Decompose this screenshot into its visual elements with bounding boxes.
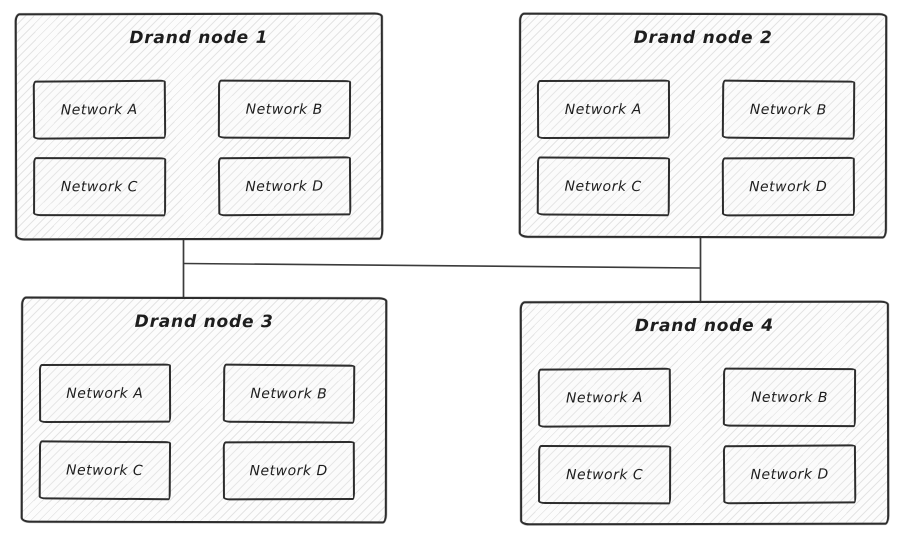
network-box-c: Network C — [33, 157, 166, 217]
network-grid: Network A Network B Network C Network D — [536, 79, 855, 217]
network-box-c: Network C — [536, 156, 670, 217]
node-title: Drand node 4 — [634, 315, 774, 337]
network-box-c: Network C — [38, 440, 171, 501]
network-grid: Network A Network B Network C Network D — [38, 363, 355, 501]
node-title: Drand node 2 — [633, 27, 773, 49]
connector-horizontal-trunk — [183, 262, 701, 269]
network-box-a: Network A — [537, 367, 672, 428]
network-box-d: Network D — [721, 156, 854, 217]
drand-node-1: Drand node 1 Network A Network B Network… — [14, 12, 384, 241]
network-grid: Network A Network B Network C Network D — [537, 367, 857, 505]
network-box-b: Network B — [217, 79, 351, 140]
drand-node-4: Drand node 4 Network A Network B Network… — [519, 300, 890, 526]
network-box-c: Network C — [538, 445, 672, 505]
node-title: Drand node 1 — [129, 27, 269, 49]
network-box-b: Network B — [722, 367, 857, 428]
drand-node-3: Drand node 3 Network A Network B Network… — [20, 296, 388, 524]
network-box-a: Network A — [536, 79, 670, 140]
network-box-d: Network D — [217, 156, 351, 217]
drand-node-2: Drand node 2 Network A Network B Network… — [518, 12, 888, 239]
network-box-d: Network D — [222, 440, 354, 501]
network-box-b: Network B — [222, 363, 355, 424]
network-box-a: Network A — [32, 79, 166, 140]
network-box-d: Network D — [722, 444, 857, 505]
network-box-a: Network A — [38, 363, 171, 423]
network-grid: Network A Network B Network C Network D — [32, 79, 351, 217]
node-title: Drand node 3 — [134, 311, 274, 333]
network-box-b: Network B — [721, 79, 855, 140]
